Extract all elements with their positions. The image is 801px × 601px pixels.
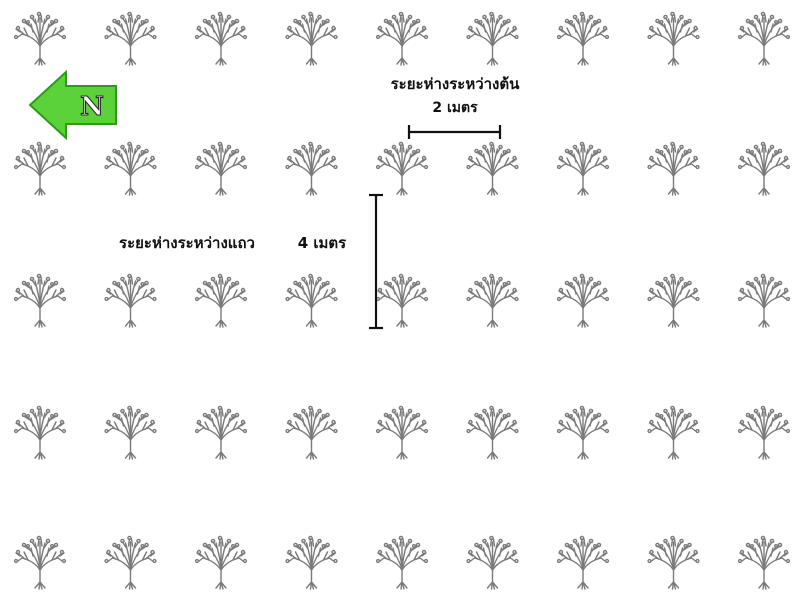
tree-icon — [194, 535, 248, 590]
tree-icon — [13, 141, 67, 196]
tree-icon — [737, 273, 791, 328]
tree-icon — [556, 11, 610, 66]
tree-icon — [556, 405, 610, 460]
tree-icon — [647, 273, 700, 328]
tree-icon — [194, 141, 248, 196]
tree-icon — [194, 273, 248, 328]
row-spacing-value: 4 เมตร — [298, 234, 347, 252]
tree-icon — [647, 141, 700, 196]
tree-icon — [737, 535, 791, 590]
tree-icon — [285, 141, 338, 196]
arrow-left-icon — [28, 69, 117, 141]
tree-icon — [194, 405, 248, 460]
tree-icon — [285, 273, 338, 328]
tree-grid — [13, 11, 791, 590]
tree-icon — [375, 535, 429, 590]
tree-icon — [466, 273, 519, 328]
tree-icon — [647, 11, 700, 66]
tree-spacing-title: ระยะห่างระหว่างต้น — [391, 75, 521, 93]
tree-icon — [285, 405, 338, 460]
tree-icon — [13, 11, 67, 66]
tree-icon — [104, 141, 157, 196]
tree-icon — [556, 535, 610, 590]
tree-icon — [375, 405, 429, 460]
tree-icon — [285, 535, 338, 590]
tree-icon — [13, 405, 67, 460]
tree-icon — [647, 535, 700, 590]
tree-icon — [737, 141, 791, 196]
tree-icon — [194, 11, 248, 66]
tree-icon — [466, 535, 519, 590]
tree-icon — [375, 273, 429, 328]
tree-icon — [466, 141, 519, 196]
tree-icon — [647, 405, 700, 460]
tree-spacing-annotation: ระยะห่างระหว่างต้น 2 เมตร — [391, 75, 521, 139]
tree-icon — [737, 405, 791, 460]
tree-icon — [556, 273, 610, 328]
tree-icon — [285, 11, 338, 66]
tree-icon — [104, 405, 157, 460]
row-spacing-annotation: ระยะห่างระหว่างแถว 4 เมตร — [119, 193, 383, 330]
tree-icon — [556, 141, 610, 196]
tree-icon — [466, 11, 519, 66]
tree-icon — [375, 141, 429, 196]
tree-icon — [13, 535, 67, 590]
tree-icon — [375, 11, 429, 66]
tree-icon — [466, 405, 519, 460]
tree-icon — [737, 11, 791, 66]
tree-icon — [13, 273, 67, 328]
tree-spacing-dimension-line — [407, 125, 502, 139]
tree-icon — [104, 273, 157, 328]
row-spacing-dimension-line — [369, 193, 383, 330]
north-letter: N — [80, 92, 104, 122]
tree-icon — [104, 11, 157, 66]
tree-spacing-value: 2 เมตร — [432, 100, 478, 116]
row-spacing-title: ระยะห่างระหว่างแถว — [119, 234, 255, 252]
tree-icon — [104, 535, 157, 590]
north-arrow: N — [28, 69, 117, 141]
